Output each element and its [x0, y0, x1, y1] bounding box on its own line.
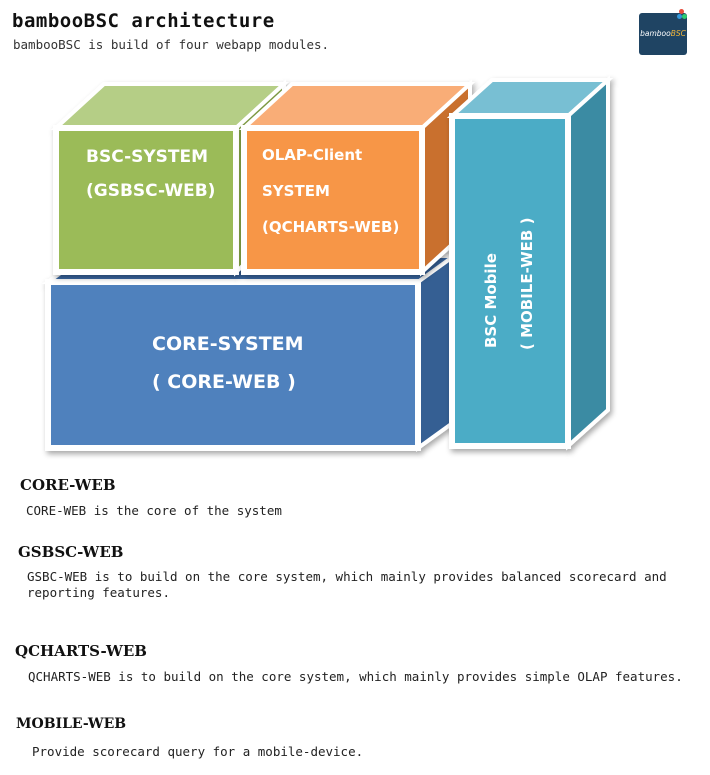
qcharts-label-line2: SYSTEM — [262, 182, 330, 200]
section-heading-gsbsc-web: GSBSC-WEB — [18, 543, 124, 561]
section-heading-mobile-web: MOBILE-WEB — [16, 716, 127, 732]
mobile-label-line1: BSC Mobile — [482, 253, 500, 348]
mobile-block — [446, 75, 614, 451]
section-heading-qcharts-web: QCHARTS-WEB — [15, 642, 147, 660]
gsbsc-label-line1: BSC-SYSTEM — [86, 147, 208, 167]
qcharts-label-line1: OLAP-Client — [262, 146, 362, 164]
section-heading-core-web: CORE-WEB — [20, 476, 116, 494]
section-body-mobile-web: Provide scorecard query for a mobile-dev… — [32, 744, 364, 759]
core-label-line1: CORE-SYSTEM — [152, 333, 304, 355]
qcharts-label-line3: (QCHARTS-WEB) — [262, 218, 399, 236]
section-body-qcharts-web: QCHARTS-WEB is to build on the core syst… — [28, 669, 683, 684]
architecture-diagram: BSC-SYSTEM (GSBSC-WEB) OLAP-Client SYSTE… — [41, 75, 614, 452]
qcharts-block — [238, 79, 476, 277]
section-body-core-web: CORE-WEB is the core of the system — [26, 503, 282, 518]
bamboobsc-logo: bambooBSC — [639, 9, 687, 55]
gsbsc-label-line2: (GSBSC-WEB) — [86, 181, 215, 201]
core-label-line2: ( CORE-WEB ) — [152, 371, 296, 393]
page-title: bambooBSC architecture — [12, 10, 275, 32]
section-body-gsbsc-web: GSBC-WEB is to build on the core system,… — [27, 569, 667, 600]
mobile-label-line2: ( MOBILE-WEB ) — [518, 218, 536, 350]
page-subtitle: bambooBSC is build of four webapp module… — [13, 37, 330, 52]
logo-text: bambooBSC — [640, 29, 686, 38]
